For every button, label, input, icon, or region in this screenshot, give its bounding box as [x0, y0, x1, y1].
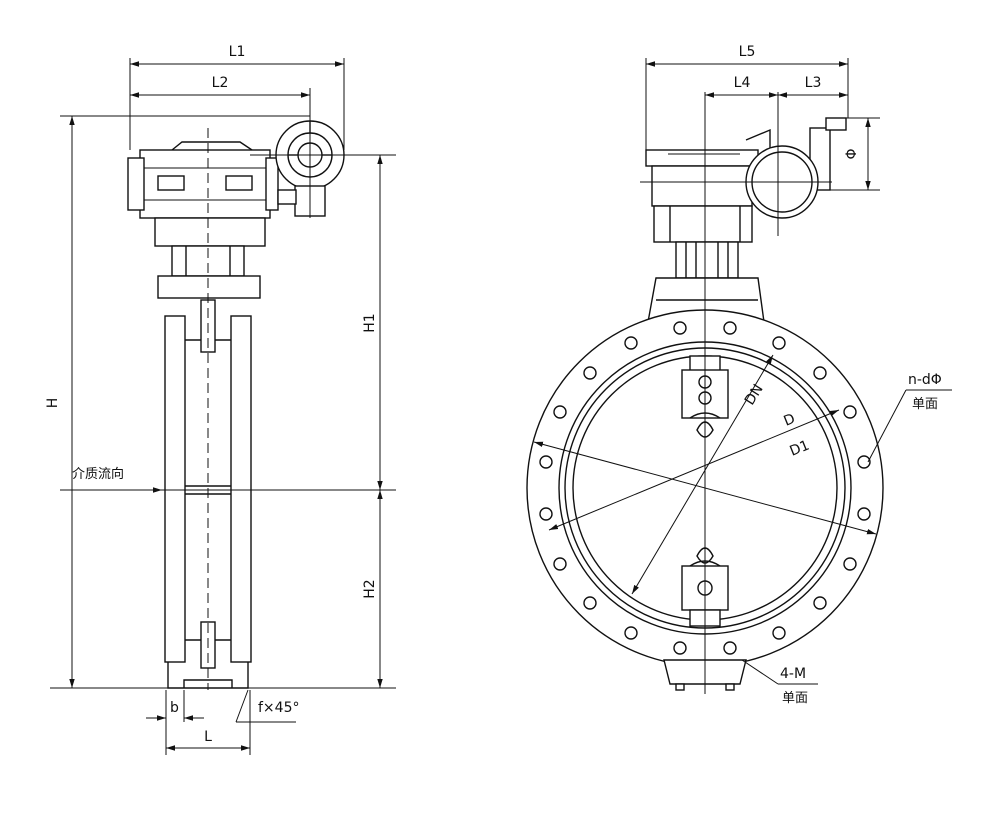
label-H1: H1: [362, 313, 378, 332]
label-H: H: [45, 398, 61, 409]
label-b: b: [170, 700, 179, 716]
label-bolt-holes: n-dΦ: [908, 372, 942, 388]
gearbox-base: [154, 217, 266, 247]
label-chamfer: f×45°: [258, 700, 299, 716]
label-threaded-holes: 4-M: [780, 666, 806, 682]
label-H2: H2: [362, 579, 378, 598]
mounting-flange: [157, 275, 261, 299]
label-L: L: [204, 729, 212, 745]
label-single-face-2: 单面: [782, 691, 808, 706]
front-view: DN D D1 L5 L4 L3 Φ n-dΦ 单面 4-M 单面: [526, 44, 952, 706]
label-D1: D1: [788, 437, 812, 459]
dim-D1: [533, 441, 877, 535]
side-view: L1 L2 H H1 H2 介质流向 b f×45° L: [45, 44, 396, 755]
label-L2: L2: [212, 75, 229, 91]
label-L4: L4: [734, 75, 751, 91]
label-L1: L1: [229, 44, 246, 60]
body-left-plate: [164, 315, 186, 663]
gearbox-front: [651, 165, 753, 207]
label-L5: L5: [739, 44, 756, 60]
label-flow-direction: 介质流向: [72, 466, 124, 482]
body-right-plate: [230, 315, 252, 663]
label-single-face-1: 单面: [912, 397, 938, 412]
label-L3: L3: [805, 75, 822, 91]
label-phi: Φ: [844, 148, 860, 159]
